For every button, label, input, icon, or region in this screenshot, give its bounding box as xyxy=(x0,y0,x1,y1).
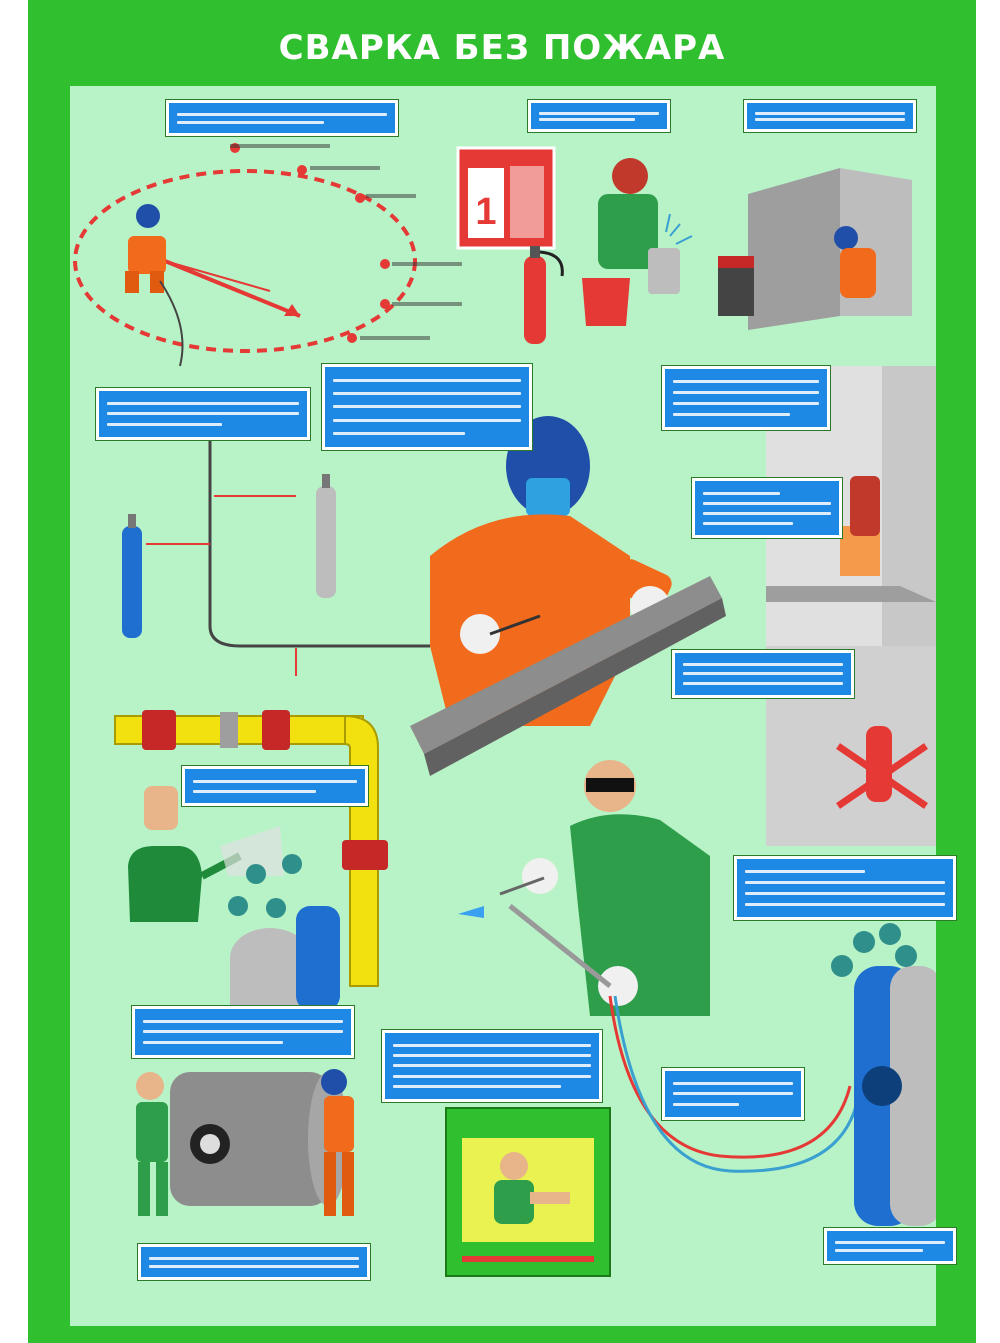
caption-box-bottom-right xyxy=(823,1227,957,1265)
tank-workers-illustration xyxy=(136,1069,354,1216)
illustrations: 1 xyxy=(73,143,936,1277)
instruction-card xyxy=(445,1107,611,1277)
caption-box-top-right xyxy=(743,99,917,133)
caption-box-hose-note xyxy=(661,1067,805,1121)
welding-screen-illustration xyxy=(718,168,912,330)
caption-box-center-lower xyxy=(381,1029,603,1103)
torch-welder-illustration xyxy=(458,760,862,1173)
sign-number: 1 xyxy=(475,191,496,233)
room-illustration xyxy=(766,366,936,846)
poster-panel: 1 xyxy=(70,86,957,1326)
caption-box-tank-note xyxy=(131,1005,355,1059)
caption-box-zone-note xyxy=(95,387,311,441)
caption-box-right-lower xyxy=(733,855,957,921)
main-welder-illustration xyxy=(410,416,726,776)
caption-box-top-center xyxy=(527,99,671,133)
caption-box-pipe-note xyxy=(181,765,369,807)
poster-frame: СВАРКА БЕЗ ПОЖАРА xyxy=(28,0,976,1343)
caption-box-right-middle xyxy=(671,649,855,699)
danger-zone-illustration xyxy=(73,143,462,367)
gas-pipe-illustration xyxy=(114,710,388,1010)
caption-box-right-hatch xyxy=(691,477,843,539)
caption-box-bottom-left xyxy=(137,1243,371,1281)
fire-equipment-illustration: 1 xyxy=(456,146,693,344)
caption-box-top-left xyxy=(165,99,399,137)
poster-title: СВАРКА БЕЗ ПОЖАРА xyxy=(278,28,726,68)
gas-cylinders-left xyxy=(122,434,430,676)
caption-box-right-upper xyxy=(661,365,831,431)
caption-box-center-upper xyxy=(321,363,533,451)
tall-cylinders-right xyxy=(831,923,936,1226)
